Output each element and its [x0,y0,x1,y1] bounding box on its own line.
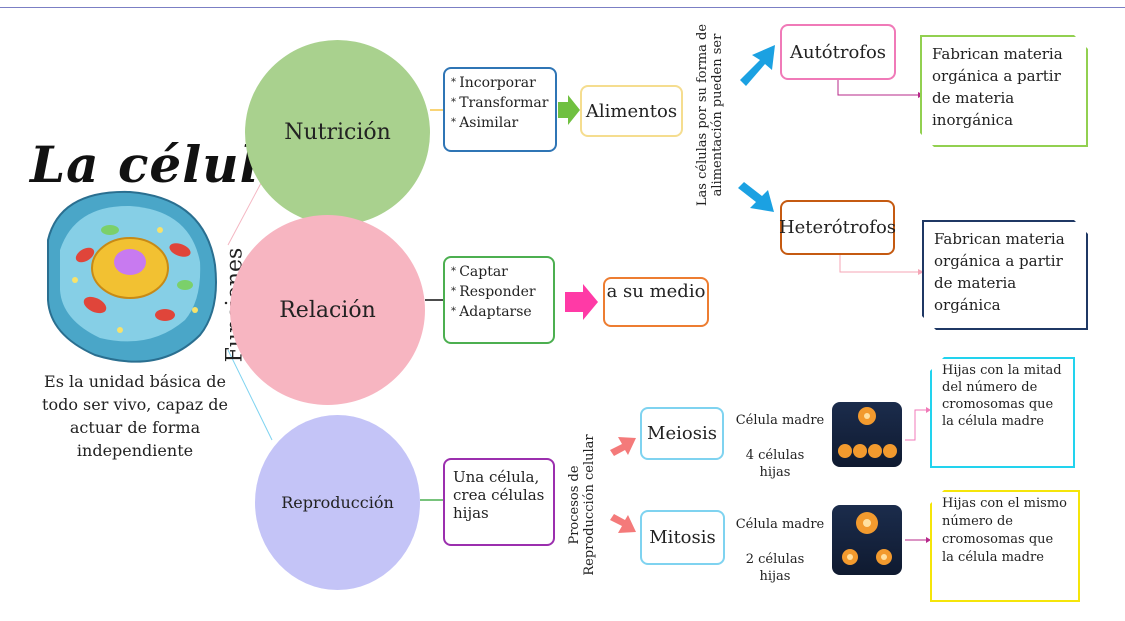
arrow-salmon-meiosis [610,437,636,456]
mitosis-madre-label: Célula madre [735,517,825,532]
alimentacion-vertical-text: Las células por su forma de alimentación… [695,23,725,207]
arrow-pink-medio [565,284,598,320]
arrow-green-alimentos [558,95,580,125]
mitosis-hijas-label: 2 células hijas [745,552,805,584]
autotrofos-desc-box: Fabrican materia orgánica a partir de ma… [920,35,1088,147]
reproduccion-circle: Reproducción [255,415,420,590]
nutricion-items-box: Incorporar Transformar Asimilar [443,67,557,152]
autotrofos-box: Autótrofos [780,24,896,80]
mitosis-diagram-icon [832,505,902,575]
list-item: Asimilar [451,113,549,133]
reproduccion-desc-box: Una célula, crea células hijas [443,458,555,546]
arrow-blue-autotrofos [740,45,775,86]
mitosis-desc-box: Hijas con el mismo número de cromosomas … [930,490,1080,602]
heterotrofos-box: Heterótrofos [779,200,896,255]
connector-meiosis-desc [905,409,926,441]
meiosis-madre-label: Célula madre [735,413,825,428]
nutricion-circle: Nutrición [245,40,430,225]
cell-description: Es la unidad básica de todo ser vivo, ca… [42,372,228,460]
arrow-salmon-mitosis [610,514,636,533]
list-item: Responder [451,282,547,302]
relacion-items-box: Captar Responder Adaptarse [443,256,555,344]
reproduccion-vertical-text: Procesos de Reproducción celular [567,434,597,576]
list-item: Incorporar [451,73,549,93]
top-border-line [0,7,1125,8]
connector-autotrofos-desc [837,80,918,96]
meiosis-box: Meiosis [640,407,724,460]
connector-heterotrofos-desc [839,255,918,273]
list-item: Transformar [451,93,549,113]
arrow-blue-heterotrofos [738,182,774,212]
meiosis-diagram-icon [832,402,902,467]
mitosis-box: Mitosis [640,510,725,565]
meiosis-desc-box: Hijas con la mitad del número de cromoso… [930,357,1075,468]
meiosis-hijas-label: 4 células hijas [745,448,805,480]
connector-funciones-reproduccion [227,349,273,441]
list-item: Captar [451,262,547,282]
list-item: Adaptarse [451,302,547,322]
alimentos-box: Alimentos [580,85,683,137]
heterotrofos-desc-box: Fabrican materia orgánica a partir de ma… [922,220,1088,330]
medio-box: a su medio [603,277,709,327]
relacion-circle: Relación [230,215,425,405]
